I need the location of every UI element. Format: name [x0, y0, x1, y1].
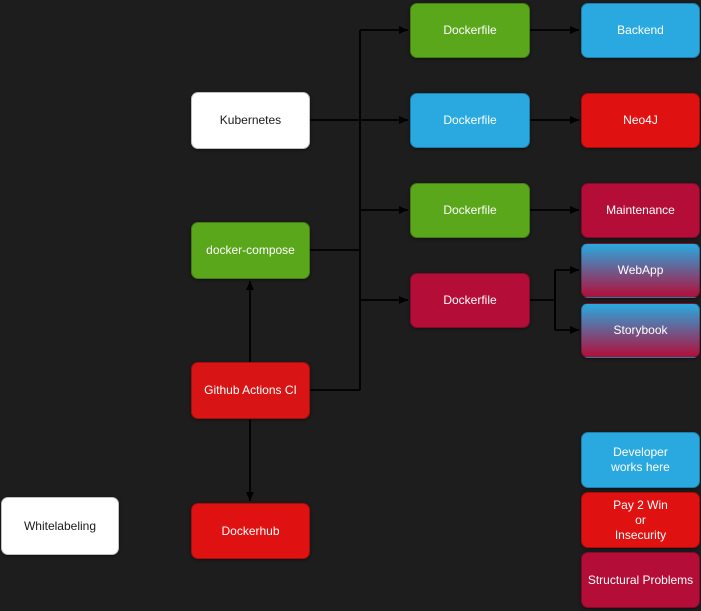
node-github-actions-ci-label: Github Actions CI	[204, 383, 297, 397]
node-dockerfile-neo4j: Dockerfile	[410, 93, 530, 148]
legend-developer-works-here-label: Developer works here	[611, 445, 670, 474]
node-storybook-label: Storybook	[613, 323, 668, 337]
legend-developer-works-here: Developer works here	[581, 432, 700, 488]
node-dockerfile-neo4j-label: Dockerfile	[443, 113, 497, 127]
node-dockerfile-webapp-label: Dockerfile	[443, 293, 497, 307]
node-dockerfile-webapp: Dockerfile	[410, 273, 530, 328]
legend-structural-problems-label: Structural Problems	[587, 572, 694, 587]
node-maintenance: Maintenance	[581, 183, 700, 238]
node-backend-label: Backend	[617, 23, 664, 37]
legend-structural-problems: Structural Problems	[581, 552, 700, 608]
node-maintenance-label: Maintenance	[606, 203, 675, 217]
node-dockerhub-label: Dockerhub	[221, 523, 280, 538]
node-neo4j: Neo4J	[581, 93, 700, 148]
node-whitelabeling-label: Whitelabeling	[23, 518, 97, 533]
node-webapp: WebApp	[581, 243, 700, 298]
node-github-actions-ci: Github Actions CI	[191, 362, 310, 419]
node-docker-compose: docker-compose	[191, 222, 310, 279]
node-dockerfile-maintenance: Dockerfile	[410, 183, 530, 238]
node-neo4j-label: Neo4J	[623, 113, 658, 127]
legend-pay-2-win-or-insecurity-label: Pay 2 Win or Insecurity	[613, 497, 668, 542]
node-storybook: Storybook	[581, 303, 700, 358]
node-webapp-label: WebApp	[617, 263, 664, 277]
node-kubernetes-label: Kubernetes	[219, 113, 282, 127]
edge-trunk	[310, 30, 361, 391]
node-kubernetes: Kubernetes	[191, 92, 310, 149]
node-dockerfile-maintenance-label: Dockerfile	[443, 203, 497, 217]
node-backend: Backend	[581, 3, 700, 58]
node-dockerfile-backend-label: Dockerfile	[443, 23, 497, 37]
legend-pay-2-win-or-insecurity: Pay 2 Win or Insecurity	[581, 492, 700, 548]
node-dockerfile-backend: Dockerfile	[410, 3, 530, 58]
edge-dockerfile-split	[530, 270, 556, 330]
node-docker-compose-label: docker-compose	[206, 243, 295, 257]
node-dockerhub: Dockerhub	[191, 503, 310, 559]
node-whitelabeling: Whitelabeling	[1, 497, 119, 555]
